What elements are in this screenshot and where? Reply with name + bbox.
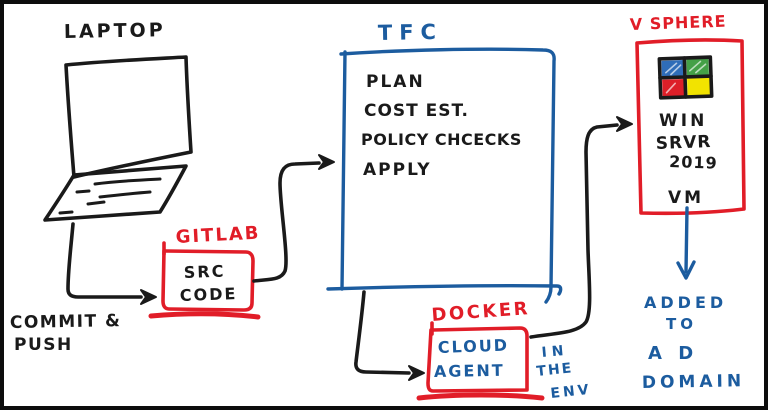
- gitlab-node: GITLAB SRC CODE: [148, 223, 261, 320]
- docker-line-agent: AGENT: [434, 361, 505, 381]
- vm-line-win: WIN: [659, 111, 707, 131]
- windows-logo-quadrant-yellow: [687, 77, 711, 96]
- arrow-laptop-to-gitlab: [66, 222, 157, 305]
- commit-push-note: COMMIT & PUSH: [10, 311, 122, 355]
- env-note-line3: ENV: [550, 382, 593, 402]
- tfc-title: TFC: [378, 20, 444, 45]
- gitlab-box-underline: [148, 311, 261, 320]
- windows-logo-quadrant-red: [662, 79, 685, 97]
- vsphere-box: [635, 38, 746, 216]
- arrow-vm-to-ad: [676, 206, 696, 280]
- windows-logo-scribble: [665, 62, 682, 76]
- arrow-line: [252, 161, 321, 283]
- arrow-gitlab-to-tfc: [252, 154, 335, 283]
- env-note-line2: THE: [536, 360, 574, 380]
- windows-logo-cross: [658, 56, 713, 99]
- arrow-line: [684, 206, 689, 274]
- ad-domain-note: ADDED TO A D DOMAIN: [642, 293, 746, 393]
- tfc-node: TFC PLAN COST EST. POLICY CHCECKS APPLY: [326, 20, 563, 304]
- tfc-step-policy-checks: POLICY CHCECKS: [361, 130, 522, 149]
- arrow-tfc-to-docker: [354, 290, 425, 381]
- vsphere-node: V SPHERE WIN SRVR 2019 VM: [629, 12, 746, 216]
- arrow-line: [354, 290, 411, 375]
- ad-note-line1: ADDED: [644, 293, 727, 312]
- key-line: [98, 190, 152, 199]
- arrowhead-right: [140, 289, 157, 305]
- vm-line-vm: VM: [668, 188, 704, 208]
- laptop-keyboard-keys: [58, 177, 162, 215]
- gitlab-line-src: SRC: [183, 262, 225, 282]
- arrowhead-down: [676, 260, 696, 280]
- key-line: [75, 189, 91, 194]
- ad-note-line3: A D: [648, 343, 698, 364]
- laptop-label: LAPTOP: [64, 19, 166, 43]
- arrowhead-right: [408, 365, 425, 381]
- docker-line-cloud: CLOUD: [437, 336, 509, 357]
- key-line: [86, 200, 106, 206]
- docker-box-underline: [416, 392, 545, 401]
- docker-title: DOCKER: [431, 298, 531, 326]
- windows-logo-quadrant-blue: [661, 60, 685, 78]
- docker-box: [426, 326, 529, 393]
- gitlab-line-code: CODE: [179, 284, 237, 305]
- ad-note-line2: TO: [666, 315, 697, 333]
- windows-logo-scribble: [665, 82, 677, 94]
- windows-logo-quadrant-green: [686, 58, 709, 76]
- key-line: [93, 177, 162, 186]
- arrow-docker-to-vsphere: [529, 116, 633, 339]
- tfc-box-bottom: [326, 284, 563, 296]
- tfc-box-top-right: [339, 47, 556, 304]
- tfc-step-apply: APPLY: [363, 160, 432, 180]
- arrow-line: [529, 123, 619, 339]
- tfc-step-plan: PLAN: [366, 72, 425, 92]
- windows-logo-icon: [657, 55, 714, 100]
- commit-note-line1: COMMIT &: [10, 311, 122, 333]
- arrowhead-right: [318, 154, 335, 170]
- arrowhead-right: [616, 116, 633, 132]
- gitlab-title: GITLAB: [175, 223, 261, 248]
- laptop-keyboard: [43, 164, 188, 222]
- arrow-line: [66, 222, 143, 299]
- commit-note-line2: PUSH: [14, 335, 73, 355]
- vsphere-title: V SPHERE: [629, 12, 726, 34]
- tfc-box-left: [340, 50, 347, 291]
- docker-node: DOCKER CLOUD AGENT: [416, 298, 545, 401]
- key-line: [58, 210, 74, 215]
- env-note-line1: IN: [541, 343, 569, 361]
- gitlab-box: [161, 249, 255, 312]
- windows-logo-scribble: [688, 60, 707, 74]
- vm-line-2019: 2019: [669, 152, 718, 173]
- laptop-screen: [64, 55, 193, 179]
- vm-line-srvr: SRVR: [655, 132, 711, 154]
- ad-note-line4: DOMAIN: [642, 371, 746, 393]
- laptop-sketch: LAPTOP: [43, 19, 193, 222]
- tfc-step-cost-est: COST EST.: [364, 101, 469, 121]
- env-note: IN THE ENV: [536, 343, 593, 402]
